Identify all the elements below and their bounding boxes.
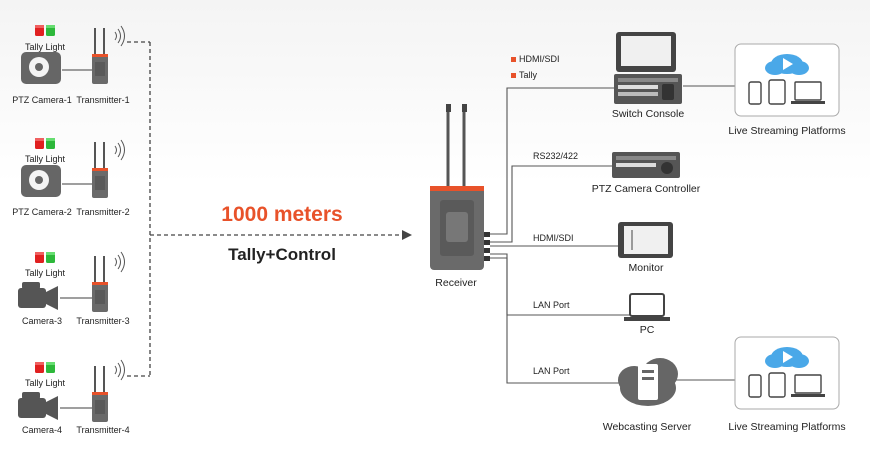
monitor-device — [618, 222, 673, 258]
ptz-controller-device — [612, 152, 680, 178]
switch-signal-hdmi: HDMI/SDI — [511, 54, 560, 64]
pc-label: PC — [639, 324, 655, 336]
streaming-card-1 — [734, 43, 840, 117]
switch-console-label: Switch Console — [611, 108, 685, 120]
receiver-device — [430, 104, 490, 270]
monitor-signal: HDMI/SDI — [533, 233, 574, 243]
server-label: Webcasting Server — [602, 421, 692, 433]
webcasting-server-device — [618, 358, 678, 406]
transmitter-label-1: Transmitter-1 — [76, 95, 130, 105]
camera-label-3: Camera-3 — [21, 316, 63, 326]
switch-console-device — [614, 32, 682, 104]
camera-label-2: PTZ Camera-2 — [12, 207, 72, 217]
tally-label-2: Tally Light — [24, 154, 66, 164]
transmitter-label-4: Transmitter-4 — [76, 425, 130, 435]
receiver-label: Receiver — [435, 277, 477, 289]
transmitter-label-2: Transmitter-2 — [76, 207, 130, 217]
streaming-label-2: Live Streaming Platforms — [728, 421, 846, 433]
source-group-3 — [18, 251, 125, 313]
camera-label-4: Camera-4 — [21, 425, 63, 435]
source-group-1 — [21, 25, 125, 85]
controller-label: PTZ Camera Controller — [591, 183, 701, 195]
streaming-label-1: Live Streaming Platforms — [728, 125, 846, 137]
source-group-2 — [21, 138, 125, 199]
tally-label-3: Tally Light — [24, 268, 66, 278]
transmitter-label-3: Transmitter-3 — [76, 316, 130, 326]
controller-signal: RS232/422 — [533, 151, 579, 161]
server-signal: LAN Port — [533, 366, 570, 376]
streaming-card-2 — [734, 336, 840, 410]
pc-device — [624, 293, 670, 321]
switch-signal-tally: Tally — [511, 70, 537, 80]
link-distance: 1000 meters — [221, 203, 343, 226]
tally-label-4: Tally Light — [24, 378, 66, 388]
tally-label-1: Tally Light — [24, 42, 66, 52]
source-group-4 — [18, 359, 125, 423]
output-wiring — [490, 85, 735, 384]
pc-signal: LAN Port — [533, 300, 570, 310]
monitor-label: Monitor — [628, 262, 664, 274]
link-mode: Tally+Control — [228, 245, 336, 264]
wireless-link-lines — [127, 41, 412, 377]
camera-label-1: PTZ Camera-1 — [12, 95, 72, 105]
